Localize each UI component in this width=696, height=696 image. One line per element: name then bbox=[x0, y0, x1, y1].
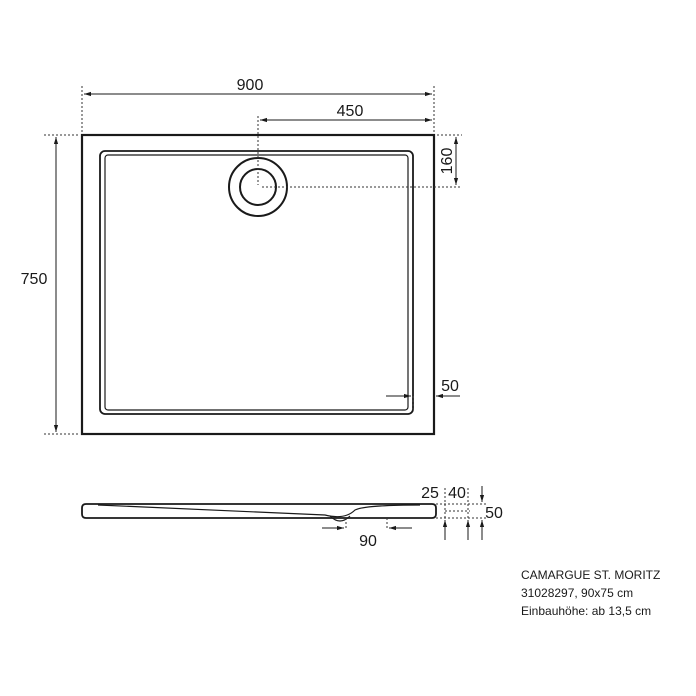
install-height: Einbauhöhe: ab 13,5 cm bbox=[521, 604, 652, 618]
profile-outline bbox=[81, 503, 437, 519]
product-name: CAMARGUE ST. MORITZ bbox=[521, 568, 661, 582]
dimension-label-750: 750 bbox=[21, 271, 48, 288]
article-size: 31028297, 90x75 cm bbox=[521, 586, 634, 600]
profile-dimensions: 25 40 50 bbox=[421, 485, 503, 540]
tray-top-view bbox=[80, 133, 436, 436]
tray-inner-basin-inner bbox=[104, 154, 409, 411]
dimension-label-900: 900 bbox=[237, 77, 264, 94]
dimension-label-50-height: 50 bbox=[485, 505, 503, 522]
dimension-drain-offset-450: 450 bbox=[257, 103, 432, 185]
tray-side-profile bbox=[81, 503, 437, 522]
profile-drain-cut bbox=[329, 515, 351, 522]
dimension-label-50-rim: 50 bbox=[441, 378, 459, 395]
profile-basin-line bbox=[97, 504, 421, 518]
dimension-depth-750: 750 bbox=[21, 134, 80, 435]
dimension-rim-50: 50 bbox=[386, 378, 460, 412]
dimension-label-450: 450 bbox=[337, 103, 364, 120]
tray-outer-outline bbox=[80, 133, 436, 436]
dimension-label-40: 40 bbox=[448, 485, 466, 502]
tray-inner-basin-outer bbox=[99, 150, 414, 415]
dimension-width-900: 900 bbox=[81, 77, 435, 132]
dimension-drain-90: 90 bbox=[322, 518, 412, 550]
dimension-label-160: 160 bbox=[439, 148, 456, 175]
dimension-label-90: 90 bbox=[359, 533, 377, 550]
dimension-label-25: 25 bbox=[421, 485, 439, 502]
dimension-drain-offset-160: 160 bbox=[262, 134, 462, 188]
